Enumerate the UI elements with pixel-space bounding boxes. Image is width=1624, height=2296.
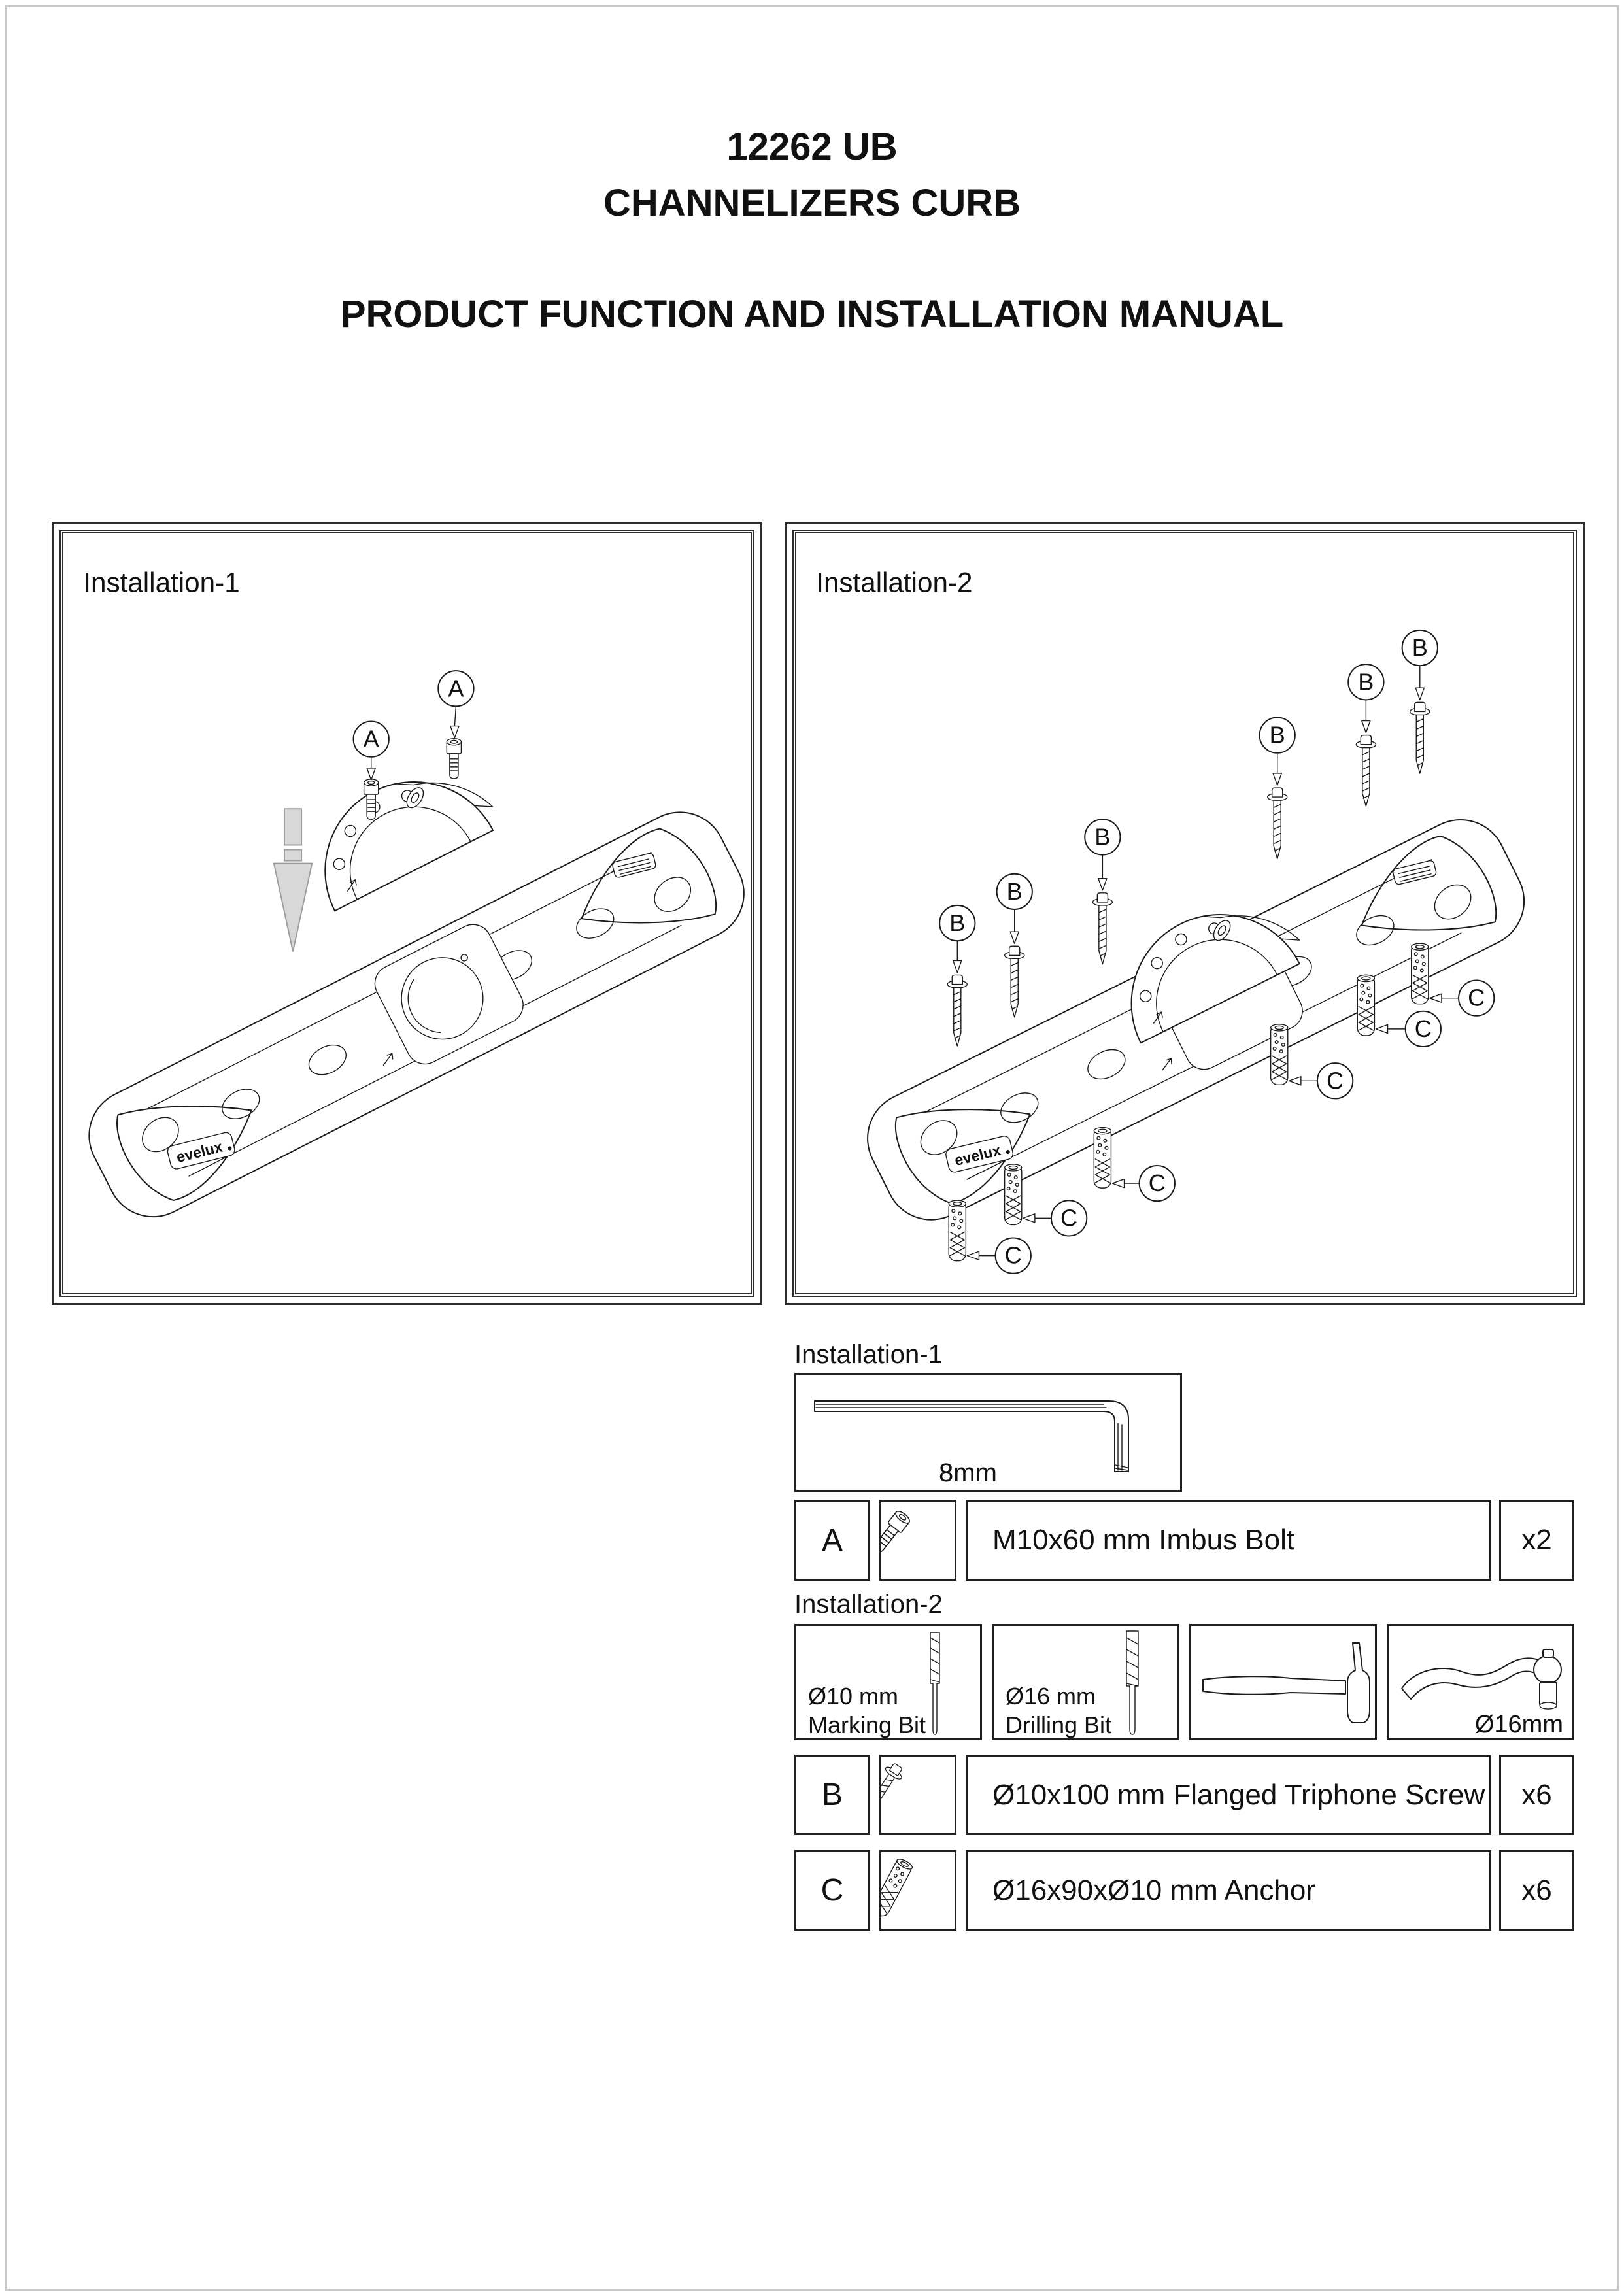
callout-c-6: C [966,1237,1032,1274]
panel-title: Installation-1 [83,567,239,598]
saddle-clamp [1130,914,1300,1044]
callout-b-5: B [1347,664,1385,734]
marking-bit-icon [930,1632,940,1735]
part-c-desc: Ø16x90xØ10 mm Anchor [966,1850,1491,1931]
page-border [5,5,1619,2291]
installation-2-diagram: Installation-2 evelux [816,567,1525,1274]
installation-1-panel: Installation-1 evelux [52,522,762,1305]
page-subtitle: CHANNELIZERS CURB [603,182,1021,224]
parts2-section-label: Installation-2 [794,1590,943,1619]
part-a-key: A [794,1500,870,1581]
part-b-icon-box [879,1755,956,1835]
part-c-icon-box [879,1850,956,1931]
page-heading: PRODUCT FUNCTION AND INSTALLATION MANUAL [340,293,1284,335]
part-c-qty: x6 [1499,1850,1574,1931]
svg-text:A: A [364,726,380,752]
svg-text:B: B [1412,634,1428,661]
installation-1-diagram: Installation-1 evelux [83,567,745,1218]
callout-c-1: C [1429,979,1495,1017]
saddle-seat [374,924,524,1066]
callout-b-4: B [1259,717,1296,786]
far-reflector-detail [1393,860,1437,885]
hammer-box [1189,1624,1377,1740]
parts1-section-label: Installation-1 [794,1340,943,1369]
callout-c-3: C [1289,1062,1354,1100]
callout-a-1: A [352,720,390,781]
callout-c-5: C [1023,1200,1088,1237]
part-b-key: B [794,1755,870,1835]
drilling-bit-label: Drilling Bit [1006,1712,1112,1738]
panel-inner-border [792,530,1577,1297]
wrench-box: Ø16mm [1387,1624,1574,1740]
svg-text:B: B [949,909,965,936]
part-b-desc: Ø10x100 mm Flanged Triphone Screw [966,1755,1491,1835]
svg-text:C: C [1005,1242,1022,1269]
channelizer-base-plate: evelux [88,811,745,1218]
part-c-key: C [794,1850,870,1931]
callout-a-2: A [437,670,475,739]
marking-bit-label: Marking Bit [808,1712,926,1738]
allen-key-icon [814,1400,1129,1472]
wrench-size: Ø16mm [1474,1711,1563,1738]
callout-b-3: B [1084,819,1121,891]
callout-b-1: B [939,904,976,973]
callout-b-6: B [1401,629,1438,701]
part-b-qty: x6 [1499,1755,1574,1835]
wrench-icon [1401,1649,1562,1710]
far-reflector-detail [612,853,656,878]
part-a-desc: M10x60 mm Imbus Bolt [966,1500,1491,1581]
drilling-bit-size: Ø16 mm [1006,1683,1096,1710]
callout-b-2: B [996,873,1033,944]
callout-c-4: C [1111,1164,1176,1202]
svg-text:C: C [1060,1204,1077,1231]
imbus-bolt-icon [881,1510,910,1553]
page-title: 12262 UB [726,126,898,168]
down-arrow-icon [273,808,313,952]
svg-text:C: C [1149,1170,1166,1196]
hammer-icon [1202,1642,1370,1723]
brand-logo: evelux [945,1136,1013,1173]
svg-text:B: B [1270,722,1285,749]
allen-key-size: 8mm [939,1459,997,1487]
svg-text:C: C [1415,1015,1432,1042]
part-a-icon-box [879,1500,956,1581]
allen-key-box: 8mm [794,1373,1182,1492]
panel-title: Installation-2 [816,567,972,598]
svg-text:B: B [1094,823,1110,850]
marking-bit-size: Ø10 mm [808,1683,899,1710]
triphone-screw-icon [881,1763,902,1823]
installation-2-panel: Installation-2 evelux [785,522,1585,1305]
anchor-icon [881,1859,913,1917]
svg-text:C: C [1327,1067,1344,1094]
svg-text:B: B [1007,878,1023,905]
part-a-qty: x2 [1499,1500,1574,1581]
svg-text:C: C [1468,985,1485,1011]
panel-inner-border [59,530,754,1297]
svg-text:A: A [448,675,464,701]
callout-c-2: C [1375,1010,1442,1048]
svg-text:B: B [1358,668,1374,695]
drilling-bit-icon [1126,1630,1139,1735]
